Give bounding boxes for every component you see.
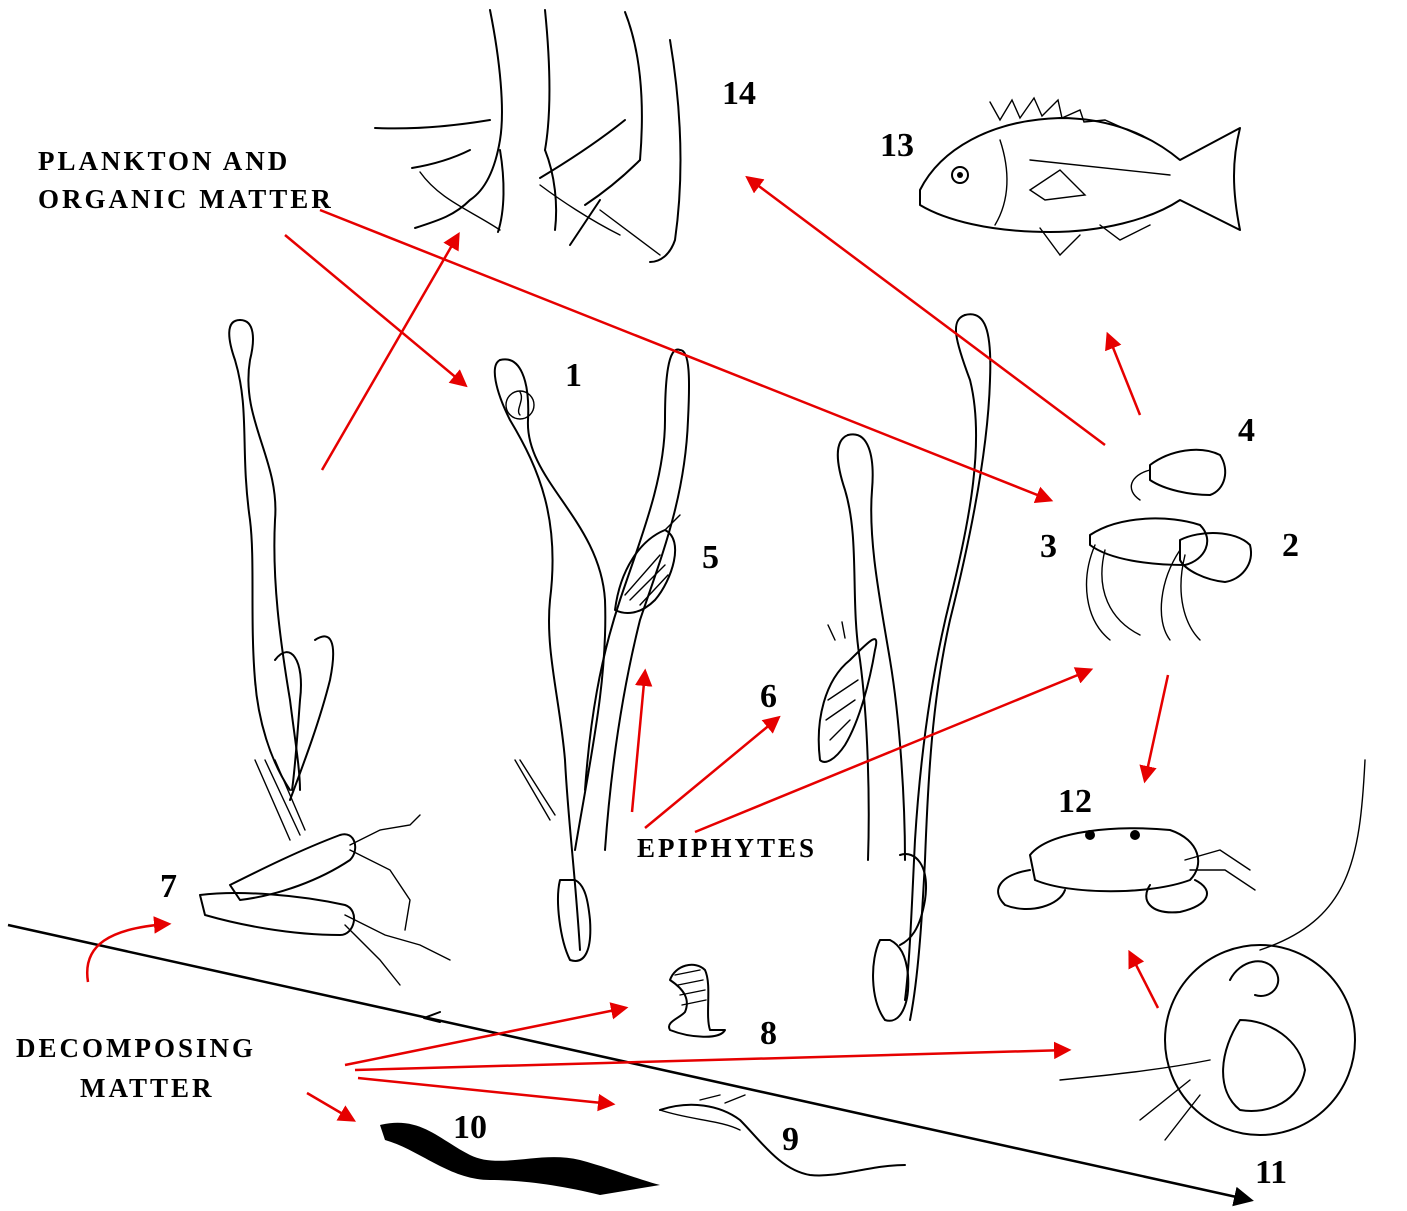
number-14: 14 — [722, 74, 756, 113]
fish-icon — [920, 98, 1240, 255]
shrimp-icon — [1087, 450, 1251, 640]
number-12: 12 — [1058, 782, 1092, 821]
number-13: 13 — [880, 126, 914, 165]
plankton-label-line2: ORGANIC MATTER — [38, 184, 334, 215]
number-10: 10 — [453, 1108, 487, 1147]
number-4: 4 — [1238, 411, 1255, 450]
seagrass-blade-icon — [495, 350, 689, 961]
decomposing-label-line1: DECOMPOSING — [16, 1033, 256, 1064]
bird-feet-icon — [375, 10, 680, 262]
amphipod-icon — [200, 815, 450, 985]
seafloor-tick-icon — [424, 1012, 440, 1022]
number-9: 9 — [782, 1120, 799, 1159]
number-2: 2 — [1282, 526, 1299, 565]
number-1: 1 — [565, 356, 582, 395]
decomposing-label-line2: MATTER — [80, 1073, 215, 1104]
worm-icon — [380, 1123, 660, 1195]
number-8: 8 — [760, 1014, 777, 1053]
number-3: 3 — [1040, 527, 1057, 566]
hermit-crab-icon — [1060, 760, 1365, 1140]
seagrass-blade-icon — [838, 314, 990, 1021]
polychaete-worm-icon — [669, 965, 725, 1037]
number-6: 6 — [760, 677, 777, 716]
seagrass-blade-icon — [229, 320, 333, 840]
number-7: 7 — [160, 867, 177, 906]
plankton-label-line1: PLANKTON AND — [38, 146, 290, 177]
number-5: 5 — [702, 538, 719, 577]
epiphytes-label: EPIPHYTES — [637, 833, 817, 864]
crab-icon — [998, 828, 1255, 912]
number-11: 11 — [1255, 1153, 1287, 1192]
